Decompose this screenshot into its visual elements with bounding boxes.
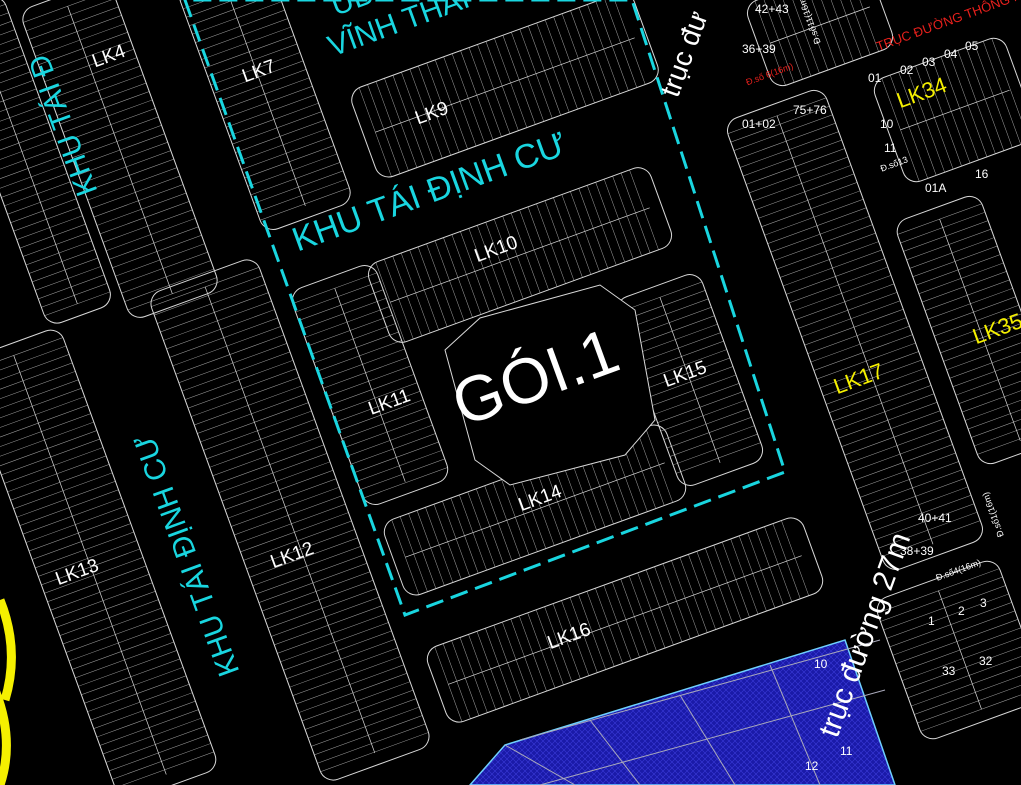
- lot-label: 38+39: [900, 544, 934, 558]
- lot-label: 40+41: [918, 511, 952, 525]
- lot-label: 01+02: [742, 117, 776, 131]
- block-lk15: [616, 274, 764, 486]
- lot-label: 11: [884, 141, 897, 155]
- lot-label: 11: [840, 744, 853, 758]
- block-lk-topright: [746, 0, 894, 87]
- parcel-divider: [519, 639, 881, 741]
- parcel-divider: [679, 694, 736, 785]
- lot-label: 01: [868, 71, 882, 85]
- block-lk34: [873, 37, 1021, 183]
- lot-label: 3: [980, 596, 987, 610]
- blue-parcel-area: [469, 639, 896, 785]
- lot-label: 04: [944, 47, 958, 61]
- block-lk14: [383, 424, 687, 596]
- parcel-divider: [539, 689, 886, 785]
- block-lk9: [351, 0, 659, 178]
- lot-label: 12: [805, 759, 819, 773]
- parcel-divider: [589, 719, 641, 785]
- lot-label: 33: [942, 664, 956, 678]
- central-plaza: [444, 284, 656, 486]
- lot-label: 42+43: [755, 2, 789, 16]
- lot-label: 10: [814, 657, 828, 671]
- parcel-divider: [769, 664, 821, 785]
- block-lk16: [426, 517, 824, 723]
- lot-label: 75+76: [793, 103, 827, 117]
- lot-label: 02: [900, 63, 914, 77]
- lot-label: 32: [979, 654, 993, 668]
- block-lk7: [179, 0, 351, 230]
- lot-label: 03: [922, 55, 936, 69]
- block-lk17: [727, 89, 983, 571]
- lot-label: 1: [928, 614, 935, 628]
- lot-label: 05: [965, 39, 979, 53]
- lot-label: 16: [975, 167, 989, 181]
- block-lk4: [22, 0, 218, 318]
- block-lk35: [896, 195, 1021, 465]
- yellow-road-curve: [0, 598, 16, 785]
- lot-label: 01A: [925, 181, 947, 195]
- block-lk10: [367, 167, 673, 343]
- block-lk-br: [876, 560, 1021, 740]
- lot-label: 10: [880, 117, 894, 131]
- block-lk-left: [0, 0, 111, 324]
- block-lk13: [0, 329, 217, 785]
- block-lk11: [291, 264, 449, 506]
- lot-label: 36+39: [742, 42, 776, 56]
- block-lk12: [150, 259, 430, 781]
- lot-label: 2: [958, 604, 965, 618]
